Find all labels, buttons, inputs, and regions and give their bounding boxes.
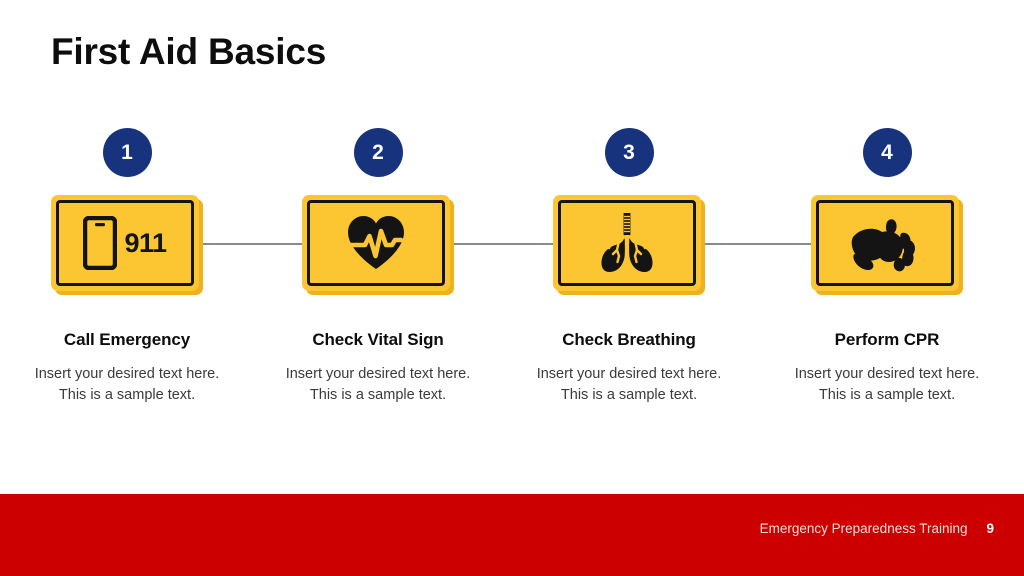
card-inner-border — [56, 200, 194, 286]
step-title-1: Call Emergency — [63, 330, 191, 349]
mobile-phone-911-icon: 911 — [51, 195, 199, 291]
emergency-number-text: 911 — [124, 227, 167, 258]
step-card-2[interactable] — [302, 195, 454, 295]
footer-content: Emergency Preparedness Training 9 — [760, 521, 994, 536]
step-card-3[interactable] — [553, 195, 705, 295]
step-number-badge-1: 1 — [102, 128, 152, 177]
page-number: 9 — [986, 521, 994, 536]
step-title-4: Perform CPR — [834, 330, 940, 349]
heart-pulse-icon — [302, 195, 450, 291]
step-number-badge-2: 2 — [353, 128, 403, 177]
step-number-badge-3: 3 — [604, 128, 654, 177]
step-item-2[interactable]: 2 Check Vital Sign Insert your desired t… — [253, 128, 503, 405]
lungs-icon — [553, 195, 701, 291]
card-inner-border — [558, 200, 696, 286]
steps-container: 1 911 Call Emergency Insert your desired… — [0, 128, 1024, 448]
step-description-1: Insert your desired text here. This is a… — [34, 366, 220, 403]
step-title-3: Check Breathing — [562, 330, 696, 349]
card-inner-border — [307, 200, 445, 286]
footer-bar: Emergency Preparedness Training 9 — [0, 494, 1024, 576]
step-description-4: Insert your desired text here. This is a… — [794, 366, 980, 403]
connector-line-3-4 — [705, 243, 813, 245]
step-description-2: Insert your desired text here. This is a… — [285, 366, 471, 403]
step-number-badge-4: 4 — [862, 128, 912, 177]
step-item-1[interactable]: 1 911 Call Emergency Insert your desired… — [2, 128, 252, 405]
cpr-hands-icon — [811, 195, 959, 291]
step-card-1[interactable]: 911 — [51, 195, 203, 295]
card-inner-border — [816, 200, 954, 286]
card-face — [811, 195, 959, 291]
card-face — [302, 195, 450, 291]
page-title: First Aid Basics — [51, 31, 327, 72]
connector-line-2-3 — [454, 243, 555, 245]
step-description-3: Insert your desired text here. This is a… — [536, 366, 722, 403]
step-title-2: Check Vital Sign — [312, 330, 444, 349]
card-face — [553, 195, 701, 291]
step-card-4[interactable] — [811, 195, 963, 295]
card-face: 911 — [51, 195, 199, 291]
step-item-3[interactable]: 3 — [504, 128, 754, 405]
connector-line-1-2 — [203, 243, 304, 245]
footer-title: Emergency Preparedness Training — [759, 521, 968, 536]
step-item-4[interactable]: 4 — [762, 128, 1012, 405]
